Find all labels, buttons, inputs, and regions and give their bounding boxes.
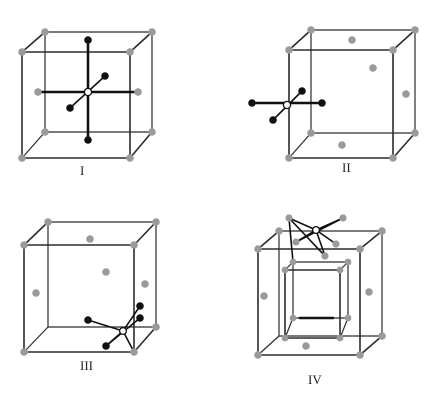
corner-atom [285,46,293,54]
face-center-atom [136,314,144,322]
corner-atom [254,245,262,253]
corner-atom [307,26,315,34]
corner-atom [148,28,156,36]
panel-III-label: III [80,358,93,373]
top-atom [285,214,293,222]
panel-III-atoms [20,218,160,356]
vertex-center-atom [282,100,292,110]
corner-atom [389,46,397,54]
face-center-atom [32,289,40,297]
inner-atom [289,314,297,322]
corner-atom [152,323,160,331]
panel-IV-inner-cube-edges [284,261,349,339]
corner-atom [148,128,156,136]
face-center-atom [402,90,410,98]
face-center-atom [248,99,256,107]
face-center-atom [66,104,74,112]
inner-atom [336,266,344,274]
corner-atom [254,351,262,359]
corner-atom [18,154,26,162]
panel-I: I [18,28,156,178]
face-center-atom [141,280,149,288]
face-center-atom [134,88,142,96]
panel-IV-atoms [254,214,386,359]
panel-III-bonds [87,305,141,353]
corner-atom [130,241,138,249]
body-center-atom [118,326,128,336]
corner-atom [307,129,315,137]
inner-atom [281,334,289,342]
top-center-atom [311,225,321,235]
corner-atom [356,351,364,359]
panel-I-atoms [18,28,156,162]
corner-atom [44,218,52,226]
inner-atom [336,334,344,342]
face-center-atom [102,268,110,276]
panel-I-label: I [80,163,84,178]
panel-IV-label: IV [308,372,322,387]
top-atom [321,252,329,260]
panel-IV: IV [254,214,386,387]
inner-atom [289,258,297,266]
panel-II-label: II [342,160,351,175]
panel-III: III [20,218,160,373]
face-center-atom [348,36,356,44]
corner-atom [411,26,419,34]
corner-atom [389,154,397,162]
corner-atom [378,332,386,340]
face-center-atom [101,72,109,80]
body-center-atom [83,87,93,97]
face-center-atom [302,342,310,350]
corner-atom [152,218,160,226]
corner-atom [41,28,49,36]
corner-atom [20,241,28,249]
corner-atom [378,227,386,235]
face-center-atom [318,99,326,107]
face-center-atom [369,64,377,72]
corner-atom [18,48,26,56]
corner-atom [126,48,134,56]
inner-atom [281,266,289,274]
face-center-atom [34,88,42,96]
face-center-atom [84,36,92,44]
corner-atom [41,128,49,136]
corner-atom [411,129,419,137]
face-center-atom [269,116,277,124]
inner-atom [344,314,352,322]
face-center-atom [84,316,92,324]
corner-atom [20,348,28,356]
corner-atom [275,227,283,235]
face-center-atom [338,141,346,149]
corner-atom [285,154,293,162]
inner-atom [344,258,352,266]
top-atom [292,238,300,246]
corner-atom [126,154,134,162]
corner-atom [356,245,364,253]
face-center-atom [136,302,144,310]
face-center-atom [84,136,92,144]
corner-atom [130,348,138,356]
face-center-atom [102,342,110,350]
face-center-atom [298,87,306,95]
panel-II-atoms [248,26,419,162]
face-center-atom [260,292,268,300]
panel-II: II [248,26,419,175]
top-atom [332,240,340,248]
face-center-atom [365,288,373,296]
face-center-atom [86,235,94,243]
top-atom [339,214,347,222]
